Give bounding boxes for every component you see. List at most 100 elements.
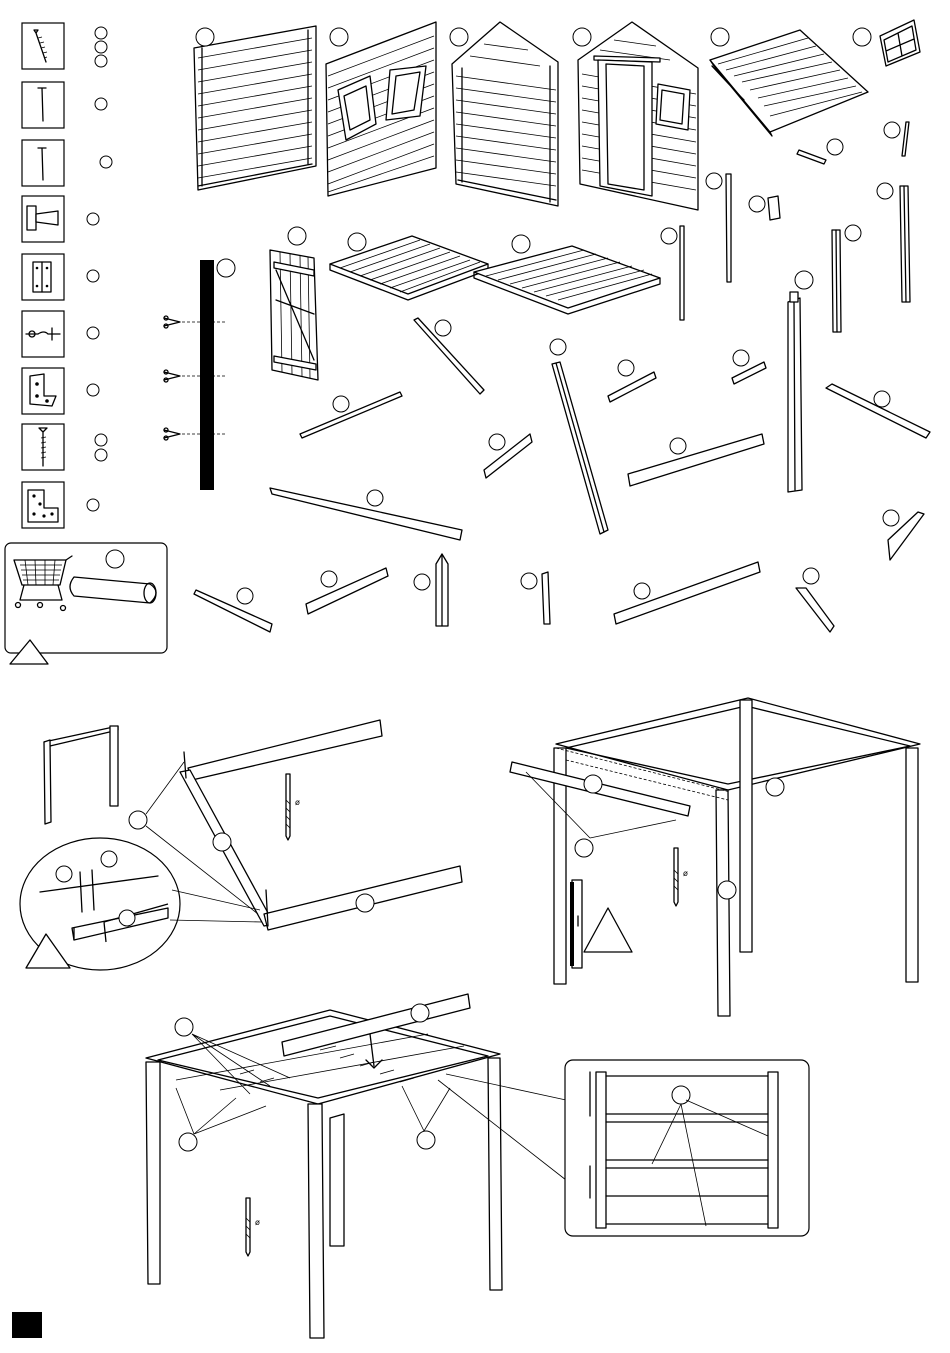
part-callout xyxy=(330,28,348,46)
part-callout xyxy=(634,583,650,599)
page-number-block xyxy=(12,1312,42,1338)
part-callout xyxy=(175,1018,193,1036)
scissors-icon xyxy=(164,316,225,328)
long-board-bottom xyxy=(614,562,760,624)
part-callout xyxy=(95,55,107,67)
batten-short-upper xyxy=(608,360,656,402)
part-callout xyxy=(670,438,686,454)
drill-bit-icon: ø xyxy=(286,774,300,840)
scissors-icon xyxy=(164,428,225,440)
part-callout xyxy=(749,196,765,212)
board-short-upright xyxy=(521,572,550,624)
part-callout xyxy=(877,183,893,199)
finial-post xyxy=(414,554,448,626)
part-callout xyxy=(884,122,900,138)
part-callout xyxy=(853,28,871,46)
part-callout xyxy=(87,327,99,339)
part-callout xyxy=(414,574,430,590)
part-callout xyxy=(584,775,602,793)
drill-bit-icon: ø xyxy=(246,1198,260,1256)
part-callout xyxy=(100,156,112,168)
batten-long-diagonal xyxy=(300,392,402,438)
long-nail-icon xyxy=(22,140,64,186)
part-callout xyxy=(661,228,677,244)
part-callout xyxy=(845,225,861,241)
spirit-level-icon xyxy=(570,880,582,968)
part-callout xyxy=(87,499,99,511)
beam-medium xyxy=(628,434,764,486)
butt-hinge-icon xyxy=(22,254,64,300)
part-callout xyxy=(95,27,107,39)
drill-bit-icon: ø xyxy=(674,848,688,906)
drill-diameter-label: ø xyxy=(295,798,300,807)
part-callout xyxy=(87,213,99,225)
floor-panel-small xyxy=(330,233,488,300)
door-panel xyxy=(270,227,318,380)
batten-small-upright xyxy=(884,122,909,156)
long-beam xyxy=(270,488,462,540)
part-callout xyxy=(411,1004,429,1022)
part-callout xyxy=(521,573,537,589)
part-callout xyxy=(435,320,451,336)
part-callout xyxy=(575,839,593,857)
assembly-step-floor-joists: ø xyxy=(146,994,809,1338)
cut-member xyxy=(164,259,235,490)
part-callout xyxy=(179,1133,197,1151)
part-callout xyxy=(618,360,634,376)
part-callout xyxy=(711,28,729,46)
part-callout xyxy=(217,259,235,277)
bracket-triangular-right xyxy=(883,510,924,560)
wall-panel-with-windows xyxy=(326,22,436,196)
part-callout xyxy=(450,28,468,46)
scissors-icon xyxy=(164,370,225,382)
part-callout xyxy=(550,339,566,355)
part-callout xyxy=(356,894,374,912)
part-callout xyxy=(333,396,349,412)
part-callout xyxy=(827,139,843,155)
part-callout xyxy=(672,1086,690,1104)
nail-icon xyxy=(22,82,64,128)
angle-bracket-icon xyxy=(22,368,64,414)
flat-angle-bracket-icon xyxy=(22,482,64,528)
batten-short-right xyxy=(732,350,766,384)
gable-wall-panel xyxy=(450,22,558,206)
part-callout xyxy=(56,866,72,882)
hardware-legend xyxy=(22,23,112,528)
part-callout xyxy=(321,571,337,587)
part-callout xyxy=(95,41,107,53)
block-small xyxy=(749,196,780,220)
front-wall-panel-with-door xyxy=(573,22,698,210)
board-short-left xyxy=(194,588,272,632)
part-callout xyxy=(803,568,819,584)
long-screw-icon xyxy=(22,424,64,470)
board-angled-mid xyxy=(306,568,388,614)
part-callout xyxy=(106,550,124,568)
part-callout xyxy=(766,778,784,796)
part-callout xyxy=(87,384,99,396)
assembly-step-posts: ø xyxy=(510,698,920,1016)
wood-screw-icon xyxy=(22,23,64,69)
part-callout xyxy=(512,235,530,253)
window-frame xyxy=(853,20,920,66)
floor-detail-zoom xyxy=(565,1060,809,1236)
bracket-triangular-bottom xyxy=(796,568,834,632)
part-callout xyxy=(129,811,147,829)
post-thin-mid xyxy=(661,226,684,320)
corner-post-tall xyxy=(788,271,813,492)
part-callout xyxy=(196,28,214,46)
part-callout xyxy=(95,449,107,461)
assembly-step-frame: ø xyxy=(20,720,462,970)
beam-long-angled xyxy=(550,339,608,534)
batten-short-diagonal xyxy=(797,139,843,164)
part-callout xyxy=(718,881,736,899)
wall-panel-plain xyxy=(194,26,316,190)
warning-panel xyxy=(5,543,167,664)
warning-triangle-icon xyxy=(584,908,632,952)
t-hinge-icon xyxy=(22,196,64,242)
part-callout xyxy=(237,588,253,604)
part-callout xyxy=(573,28,591,46)
part-callout xyxy=(706,173,722,189)
post-notched xyxy=(832,225,861,332)
part-callout xyxy=(367,490,383,506)
